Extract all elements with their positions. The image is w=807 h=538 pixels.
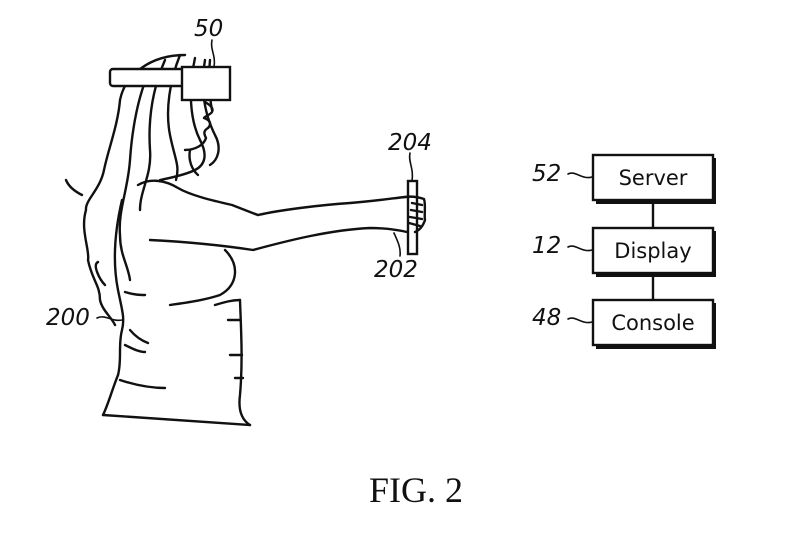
neck-line bbox=[188, 148, 200, 177]
leader-line-48 bbox=[567, 317, 593, 324]
ref-numeral-200: 200 bbox=[46, 305, 90, 331]
ref-numeral-12: 12 bbox=[532, 233, 561, 259]
block-diagram: Server 52 Display 12 Console 48 bbox=[532, 153, 716, 349]
handheld-controller: 204 202 bbox=[374, 130, 432, 283]
hand-grip bbox=[403, 195, 427, 234]
vr-headset: 50 bbox=[108, 16, 232, 102]
shirt-fold bbox=[123, 343, 147, 354]
shoulder-line bbox=[136, 179, 260, 217]
arm-bottom bbox=[148, 226, 409, 252]
block-label-console: Console bbox=[611, 311, 694, 335]
block-server: Server 52 bbox=[532, 153, 716, 204]
ref-numeral-204: 204 bbox=[388, 130, 432, 156]
block-label-display: Display bbox=[614, 239, 691, 263]
leader-line-52 bbox=[567, 172, 593, 179]
torso-left bbox=[101, 373, 120, 417]
shirt-fold bbox=[118, 378, 167, 390]
leader-line-12 bbox=[567, 245, 593, 252]
shirt-fold bbox=[123, 290, 147, 297]
leader-line-200 bbox=[96, 316, 123, 322]
block-display: Display 12 bbox=[532, 226, 716, 277]
user-label: 200 bbox=[46, 305, 123, 331]
arm-top bbox=[256, 195, 407, 217]
hair-strand bbox=[64, 178, 84, 197]
finger bbox=[409, 208, 424, 214]
leader-line-204 bbox=[408, 152, 414, 182]
torso-front bbox=[238, 298, 252, 427]
ref-numeral-50: 50 bbox=[194, 16, 223, 42]
figure-caption: FIG. 2 bbox=[369, 470, 463, 510]
ref-numeral-52: 52 bbox=[532, 161, 561, 187]
hair-curl bbox=[94, 260, 107, 287]
shirt-fold bbox=[213, 298, 242, 307]
hair-strand bbox=[118, 68, 152, 282]
ref-numeral-48: 48 bbox=[532, 305, 561, 331]
finger bbox=[407, 221, 422, 228]
leader-line-202 bbox=[393, 232, 401, 257]
hair-outline bbox=[82, 53, 187, 327]
torso-hem bbox=[101, 413, 252, 427]
ref-numeral-202: 202 bbox=[374, 257, 418, 283]
block-console: Console 48 bbox=[532, 298, 716, 349]
headset-strap bbox=[108, 67, 188, 88]
back-line bbox=[113, 198, 125, 377]
bust-line bbox=[168, 248, 237, 307]
user-illustration bbox=[64, 53, 409, 427]
finger bbox=[410, 201, 424, 207]
finger bbox=[408, 215, 424, 221]
leader-line-50 bbox=[210, 39, 216, 68]
headset-visor bbox=[180, 65, 232, 102]
block-label-server: Server bbox=[619, 166, 688, 190]
shirt-fold bbox=[128, 328, 150, 345]
face-profile bbox=[183, 100, 214, 152]
